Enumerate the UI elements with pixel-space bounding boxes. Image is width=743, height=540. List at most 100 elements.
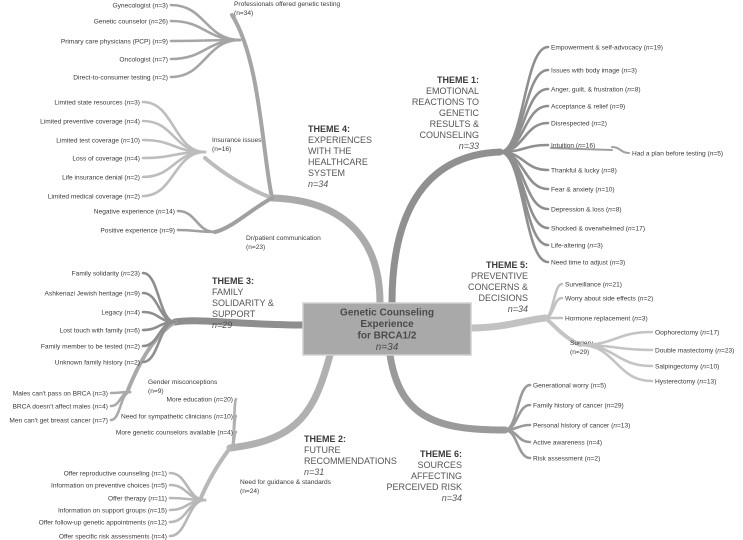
trunk-theme1 bbox=[388, 148, 504, 307]
theme1-item-label: Anger, guilt, & frustration (n=8) bbox=[551, 86, 641, 93]
theme4-line1: EXPERIENCES bbox=[308, 135, 372, 145]
communication-item-label: Negative experience (n=14) bbox=[94, 208, 175, 215]
theme3-item-label: Lost touch with family (n=6) bbox=[60, 327, 140, 334]
branch-guidance bbox=[198, 446, 232, 502]
gender-n: (n=9) bbox=[148, 388, 164, 395]
theme1-item-connector bbox=[498, 150, 550, 230]
surgery-item-connector bbox=[578, 343, 654, 383]
theme1-line3: GENETIC bbox=[439, 108, 480, 118]
theme4-heading: THEME 4: bbox=[308, 124, 350, 134]
theme1-item-label: Empowerment & self-advocacy (n=19) bbox=[551, 44, 663, 51]
theme3-n: n=29 bbox=[212, 320, 232, 330]
theme5-line2: CONCERNS & bbox=[468, 282, 528, 292]
intuition-link bbox=[550, 147, 613, 151]
theme1-item-label: Need time to adjust (n=3) bbox=[551, 259, 625, 266]
professional-item-label: Genetic counselor (n=26) bbox=[94, 18, 168, 25]
branch-gender bbox=[126, 320, 177, 392]
branch-communication bbox=[213, 196, 274, 234]
theme2-label: THEME 2: FUTURE RECOMMENDATIONS n=31 bbox=[304, 434, 397, 477]
gender-item-label: Males can't pass on BRCA (n=3) bbox=[13, 390, 108, 397]
insurance-item-label: Life insurance denial (n=2) bbox=[62, 174, 140, 181]
insurance-item-label: Limited test coverage (n=10) bbox=[56, 137, 140, 144]
theme5-item-label: Worry about side effects (n=2) bbox=[565, 295, 653, 302]
insurance-item-label: Limited state resources (n=3) bbox=[54, 99, 140, 106]
guidance-item-label: Offer specific risk assessments (n=4) bbox=[59, 533, 167, 540]
center-title-line3: for BRCA1/2 bbox=[358, 331, 417, 342]
theme1-n: n=33 bbox=[459, 141, 479, 151]
theme1-item-label: Fear & anxiety (n=10) bbox=[551, 186, 615, 193]
theme3-line3: SUPPORT bbox=[212, 309, 256, 319]
surgery-item-label: Salpingectomy (n=10) bbox=[655, 363, 719, 370]
theme5-item-connector bbox=[543, 282, 564, 320]
surgery-item-label: Double mastectomy (n=23) bbox=[655, 347, 734, 354]
theme6-item-connector bbox=[503, 383, 532, 432]
theme1-item-label: Depression & loss (n=8) bbox=[551, 206, 622, 213]
theme2-item-connector bbox=[230, 430, 238, 450]
intuition-child-label: Had a plan before testing (n=5) bbox=[632, 150, 723, 157]
surgery-title: Surgery bbox=[570, 340, 594, 347]
theme3-item-label: Ashkenazi Jewish heritage (n=9) bbox=[45, 290, 141, 297]
gender-title: Gender misconceptions bbox=[148, 379, 218, 386]
trunk-theme3 bbox=[171, 317, 309, 329]
theme2-line2: RECOMMENDATIONS bbox=[304, 456, 397, 466]
theme5-n: n=34 bbox=[508, 304, 528, 314]
insurance-title: Insurance issues bbox=[212, 137, 262, 144]
gender-item-connector bbox=[109, 390, 132, 422]
professional-item-label: Oncologist (n=7) bbox=[119, 56, 168, 63]
insurance-item-label: Limited medical coverage (n=2) bbox=[48, 193, 140, 200]
theme6-label: THEME 6: SOURCES AFFECTING PERCEIVED RIS… bbox=[386, 449, 462, 503]
professional-item-label: Primary care physicians (PCP) (n=9) bbox=[61, 38, 168, 45]
surgery-item-label: Hysterectomy (n=13) bbox=[655, 378, 716, 385]
center-n: n=34 bbox=[376, 342, 399, 353]
theme1-item-label: Thankful & lucky (n=8) bbox=[551, 167, 617, 174]
theme3-item-connector bbox=[141, 310, 177, 324]
theme2-line1: FUTURE bbox=[304, 445, 341, 455]
professional-item-label: Gynecologist (n=3) bbox=[112, 2, 168, 9]
communication-item-connector bbox=[176, 228, 217, 234]
theme5-heading: THEME 5: bbox=[486, 260, 528, 270]
guidance-item-label: Offer therapy (n=11) bbox=[108, 495, 167, 502]
theme6-item-connector bbox=[503, 428, 532, 460]
theme1-label: THEME 1: EMOTIONAL REACTIONS TO GENETIC … bbox=[412, 75, 480, 151]
theme5-label: THEME 5: PREVENTIVE CONCERNS & DECISIONS… bbox=[468, 260, 528, 314]
theme3-item-label: Family solidarity (n=23) bbox=[72, 270, 140, 277]
theme6-line3: PERCEIVED RISK bbox=[386, 482, 462, 492]
theme5-line3: DECISIONS bbox=[478, 293, 528, 303]
theme3-line1: FAMILY bbox=[212, 287, 243, 297]
theme2-item-label: Need for sympathetic clinicians (n=10) bbox=[121, 413, 233, 420]
theme1-item-label: Life-altering (n=3) bbox=[551, 242, 603, 249]
branch-surgery bbox=[543, 316, 582, 347]
guidance-title: Need for guidance & standards bbox=[240, 479, 332, 486]
theme1-item-label: Disrespected (n=2) bbox=[551, 120, 607, 127]
guidance-item-label: Offer follow-up genetic appointments (n=… bbox=[39, 519, 167, 526]
theme2-item-label: More education (n=20) bbox=[166, 396, 233, 403]
theme1-item-connector bbox=[498, 150, 550, 247]
theme5-line1: PREVENTIVE bbox=[471, 271, 528, 281]
insurance-item-connector bbox=[141, 150, 207, 198]
center-title-line2: Experience bbox=[360, 319, 414, 330]
theme2-n: n=31 bbox=[304, 467, 324, 477]
theme3-label: THEME 3: FAMILY SOLIDARITY & SUPPORT n=2… bbox=[212, 276, 274, 330]
theme3-item-label: Unknown family history (n=2) bbox=[55, 359, 140, 366]
professional-item-label: Direct-to-consumer testing (n=2) bbox=[73, 74, 168, 81]
surgery-item-label: Oophorectomy (n=17) bbox=[655, 329, 719, 336]
theme6-item-label: Generational worry (n=5) bbox=[533, 382, 606, 389]
communication-item-label: Positive experience (n=9) bbox=[100, 227, 175, 234]
surgery-n: (n=29) bbox=[570, 349, 589, 356]
theme4-line3: HEALTHCARE bbox=[308, 157, 368, 167]
theme3-heading: THEME 3: bbox=[212, 276, 254, 286]
theme5-item-label: Surveillance (n=21) bbox=[565, 281, 622, 288]
theme5-item-label: Hormone replacement (n=3) bbox=[565, 315, 648, 322]
gender-item-label: Men can't get breast cancer (n=7) bbox=[9, 417, 108, 424]
theme2-item-label: More genetic counselors available (n=4) bbox=[116, 429, 233, 436]
theme1-line1: EMOTIONAL bbox=[426, 86, 479, 96]
theme1-line5: COUNSELING bbox=[419, 130, 479, 140]
theme1-item-label: Issues with body image (n=3) bbox=[551, 67, 637, 74]
theme4-line4: SYSTEM bbox=[308, 168, 345, 178]
intuition-child-connector bbox=[611, 146, 630, 154]
trunk-theme4 bbox=[268, 194, 384, 307]
theme6-item-label: Personal history of cancer (n=13) bbox=[533, 422, 630, 429]
insurance-item-label: Loss of coverage (n=4) bbox=[72, 155, 140, 162]
trunk-theme6 bbox=[386, 351, 509, 434]
